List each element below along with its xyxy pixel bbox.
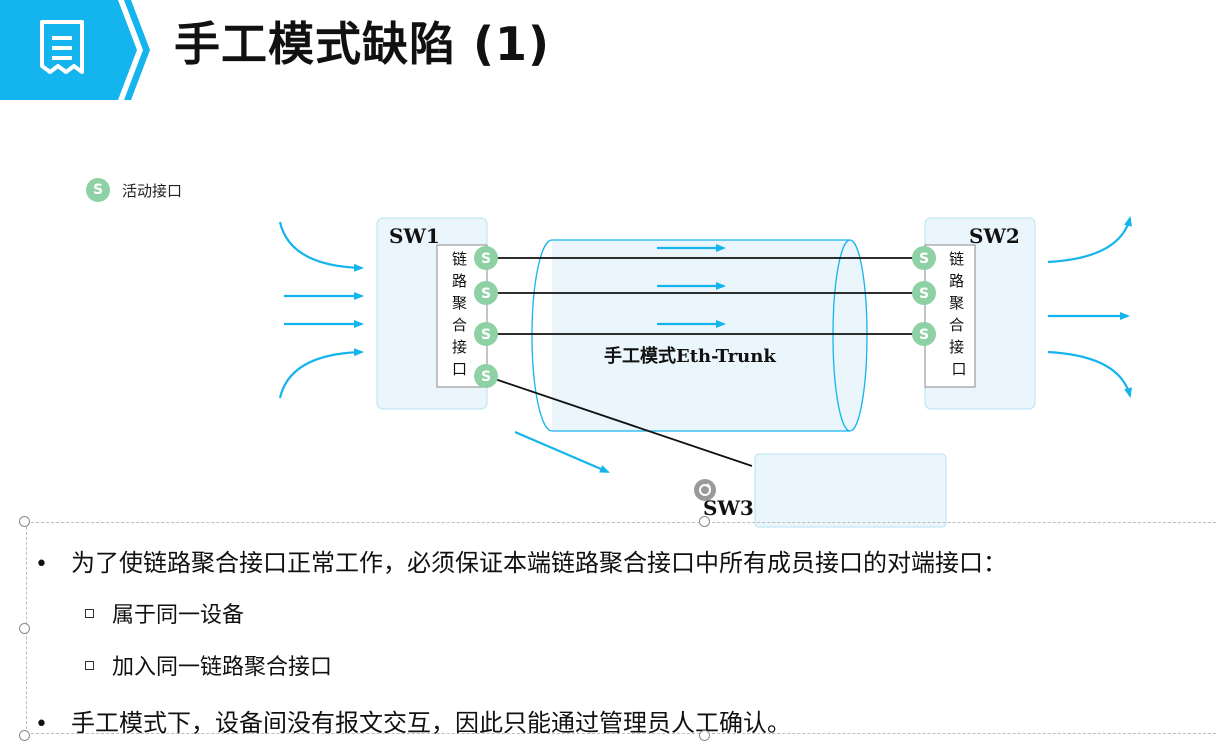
link-to-sw3	[485, 375, 753, 467]
trunk-label: 手工模式Eth-Trunk	[604, 345, 776, 367]
page-title: 手工模式缺陷 (1)	[174, 17, 551, 71]
svg-text:S: S	[481, 327, 491, 343]
svg-text:S: S	[481, 286, 491, 302]
sw2-label: SW2	[969, 224, 1020, 248]
sw2-port-group	[924, 244, 976, 388]
sub-bullet-2-text: 加入同一链路聚合接口	[112, 655, 333, 680]
sw2-port-2: S	[912, 281, 936, 305]
resize-handle-top-left[interactable]	[19, 516, 30, 527]
sub-bullet-1: 属于同一设备	[85, 597, 244, 629]
active-port-legend-icon: S	[86, 178, 110, 202]
sw3-label: SW3	[703, 496, 754, 520]
sub-bullet-2: 加入同一链路聚合接口	[85, 649, 332, 681]
sub-bullet-1-text: 属于同一设备	[112, 603, 245, 628]
trunk-traffic-arrows	[657, 244, 726, 328]
resize-handle-bottom-left[interactable]	[19, 730, 30, 741]
document-icon	[40, 20, 84, 74]
sw1-port-group-label: 链 路 聚 合 接 口	[452, 250, 472, 378]
svg-text:S: S	[919, 286, 929, 302]
bullet-2-text: 手工模式下，设备间没有报文交互，因此只能通过管理员人工确认。	[71, 709, 791, 737]
legend-label: 活动接口	[122, 181, 183, 200]
svg-text:S: S	[481, 369, 491, 385]
bullet-1-text: 为了使链路聚合接口正常工作，必须保证本端链路聚合接口中所有成员接口的对端接口：	[71, 549, 1007, 577]
resize-handle-bottom-middle[interactable]	[699, 730, 710, 741]
svg-text:S: S	[919, 251, 929, 267]
sw1-label: SW1	[389, 224, 440, 248]
sw1-port-2: S	[474, 281, 498, 305]
bullet-1: • 为了使链路聚合接口正常工作，必须保证本端链路聚合接口中所有成员接口的对端接口：	[35, 543, 1007, 578]
bullet-dot: •	[35, 712, 48, 737]
sw3-traffic-arrow	[514, 430, 610, 474]
sw3-box	[754, 453, 947, 528]
outgoing-traffic-arrows	[1047, 216, 1132, 398]
sw1-port-1: S	[474, 246, 498, 270]
square-bullet-icon	[85, 608, 94, 618]
bullet-2: • 手工模式下，设备间没有报文交互，因此只能通过管理员人工确认。	[35, 703, 791, 738]
sw1-port-4: S	[474, 364, 498, 388]
resize-handle-middle-left[interactable]	[19, 623, 30, 634]
eth-trunk-cylinder	[531, 239, 868, 432]
sw1-port-group	[436, 244, 488, 388]
sw2-port-1: S	[912, 246, 936, 270]
sw1-port-3: S	[474, 322, 498, 346]
incoming-traffic-arrows	[278, 221, 364, 399]
rotate-handle-icon[interactable]	[694, 479, 716, 501]
square-bullet-icon	[85, 660, 94, 670]
resize-handle-top-middle[interactable]	[699, 516, 710, 527]
svg-text:S: S	[919, 327, 929, 343]
legend: S 活动接口	[86, 178, 182, 202]
bullet-dot: •	[35, 552, 48, 577]
svg-text:S: S	[481, 251, 491, 267]
sw2-port-group-label: 链 路 聚 合 接 口	[949, 250, 969, 378]
sw2-port-3: S	[912, 322, 936, 346]
bullet-text-box[interactable]: • 为了使链路聚合接口正常工作，必须保证本端链路聚合接口中所有成员接口的对端接口：…	[26, 522, 1216, 737]
